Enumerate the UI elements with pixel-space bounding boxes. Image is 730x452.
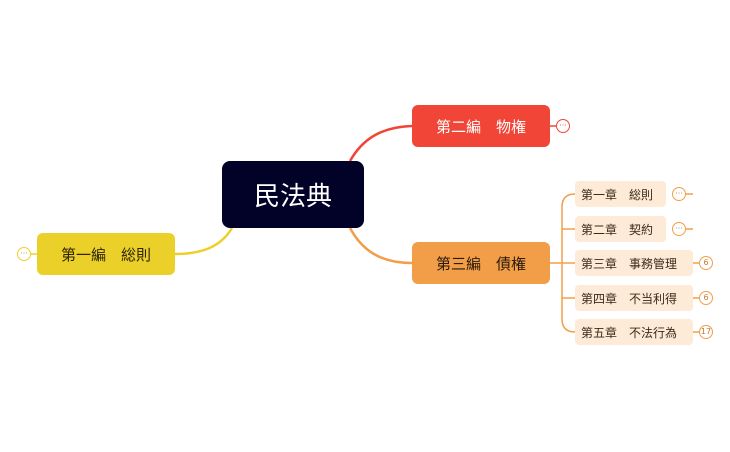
chapter-node-3[interactable]: 第三章 事務管理: [575, 250, 693, 276]
chapter-node-2[interactable]: 第二章 契約: [575, 216, 666, 242]
expand-badge-mono[interactable]: ···: [556, 119, 570, 133]
count-badge-ch5[interactable]: 17: [699, 325, 713, 339]
branch-node-mono[interactable]: 第二編 物権: [412, 105, 550, 147]
expand-badge-ch1[interactable]: ···: [672, 187, 686, 201]
expand-badge-ch2[interactable]: ···: [672, 222, 686, 236]
root-label: 民法典: [253, 182, 332, 212]
chapter-label: 第二章 契約: [581, 222, 654, 237]
chapter-label: 第一章 総則: [581, 187, 654, 202]
branch-node-sai[interactable]: 第三編 債権: [412, 242, 550, 284]
chapter-node-1[interactable]: 第一章 総則: [575, 181, 666, 207]
link-root-sai: [348, 227, 413, 265]
chapter-node-5[interactable]: 第五章 不法行為: [575, 319, 693, 345]
chapter-label: 第五章 不法行為: [581, 325, 678, 340]
chapter-label: 第三章 事務管理: [581, 256, 678, 271]
root-node[interactable]: 民法典: [222, 161, 364, 228]
chapter-node-4[interactable]: 第四章 不当利得: [575, 285, 693, 311]
branch-label: 第二編 物権: [435, 117, 526, 136]
branch-label: 第三編 債権: [435, 254, 526, 273]
branch-label: 第一編 総則: [60, 245, 151, 264]
link-root-mono: [348, 124, 413, 162]
expand-badge-sou[interactable]: ···: [17, 247, 31, 261]
link-root-sou: [174, 227, 234, 256]
chapter-label: 第四章 不当利得: [581, 291, 678, 306]
branch-node-sou[interactable]: 第一編 総則: [37, 233, 175, 275]
count-badge-ch4[interactable]: 6: [699, 291, 713, 305]
count-badge-ch3[interactable]: 6: [699, 256, 713, 270]
